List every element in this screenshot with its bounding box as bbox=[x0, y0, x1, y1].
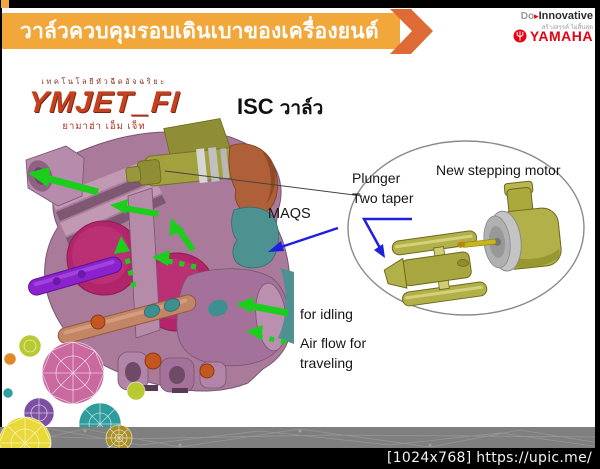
callout-leader-line bbox=[164, 170, 363, 197]
slide-title: วาล์วควบคุมรอบเดินเบาของเครื่องยนต์ bbox=[20, 20, 379, 43]
ymjet-fi-logo: เทคโนโลยีหัวฉีดอัจฉริยะ YMJET_FI ยามาฮ่า… bbox=[14, 76, 194, 134]
plunger-illustration bbox=[383, 230, 488, 307]
air-flow-line2: traveling bbox=[300, 355, 353, 371]
maqs-label: MAQS bbox=[268, 206, 311, 222]
title-banner bbox=[2, 13, 400, 49]
gem-decorations-front bbox=[0, 416, 133, 449]
yamaha-wordmark: YAMAHA bbox=[529, 28, 593, 44]
isc-title-en: ISC bbox=[237, 94, 274, 119]
air-flow-arrows bbox=[28, 167, 289, 345]
isc-valve-diagram bbox=[2, 118, 585, 446]
top-frame-strip bbox=[0, 0, 600, 8]
footer-strip bbox=[0, 427, 600, 448]
for-idling-label: for idling bbox=[300, 306, 353, 322]
motor-shaft-tip bbox=[457, 259, 469, 267]
stepping-motor-illustration bbox=[457, 180, 562, 272]
callout-ellipse bbox=[347, 140, 585, 316]
corner-accent-overlay bbox=[1, 0, 9, 8]
yamaha-logo: YAMAHA bbox=[513, 28, 593, 44]
isc-title-th: วาล์ว bbox=[279, 98, 324, 119]
plunger-line1: Plunger bbox=[352, 170, 401, 186]
stepping-motor-label: New stepping motor bbox=[436, 162, 561, 178]
innovative-subtitle: สร้างสรรค์ ไม่สิ้นสุด bbox=[541, 25, 593, 31]
right-frame-strip bbox=[595, 0, 600, 448]
banner-chevron-icon bbox=[390, 9, 433, 54]
innovative-label: Innovative bbox=[538, 10, 593, 22]
watermark-text: [1024x768] https://upic.me/ bbox=[386, 450, 592, 466]
throttle-shaft bbox=[28, 256, 122, 296]
watermark-bar: [1024x768] https://upic.me/ bbox=[0, 448, 600, 469]
yamaha-tuning-fork-icon bbox=[513, 29, 527, 43]
isc-valve-assembly bbox=[125, 118, 240, 187]
label-pointer-arrows bbox=[268, 217, 412, 258]
plunger-label: Plunger Two taper bbox=[352, 168, 413, 208]
plunger-line2: Two taper bbox=[352, 190, 414, 206]
air-flow-line1: Air flow for bbox=[300, 335, 367, 351]
do-innovative-logo: Do▸Innovative สร้างสรรค์ ไม่สิ้นสุด bbox=[521, 9, 593, 34]
red-arrow-icon: ▸ bbox=[534, 11, 539, 21]
ymjet-subtitle: ยามาฮ่า เอ็ม เจ็ท bbox=[62, 121, 146, 132]
air-flow-label: Air flow for traveling bbox=[300, 333, 366, 373]
ymjet-tagline: เทคโนโลยีหัวฉีดอัจฉริยะ bbox=[41, 77, 167, 86]
do-label: Do bbox=[520, 11, 535, 22]
